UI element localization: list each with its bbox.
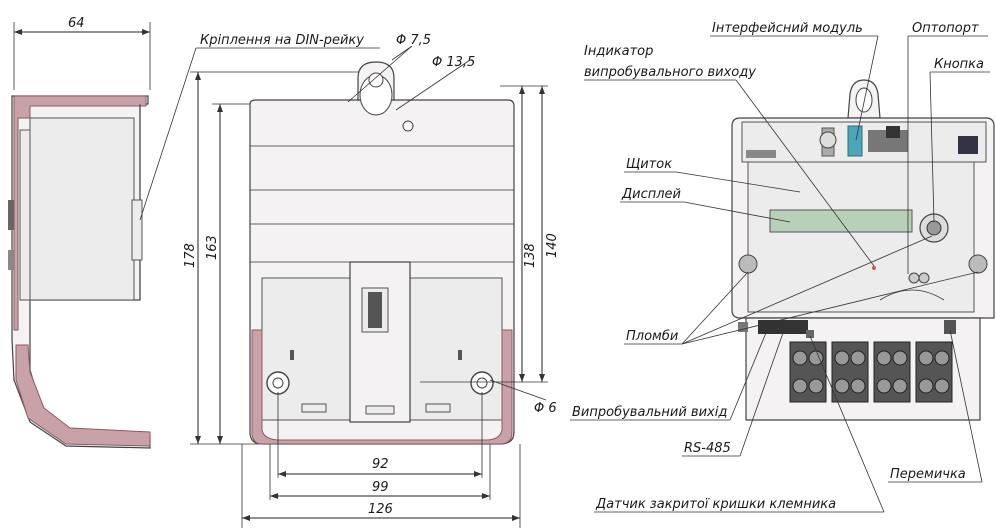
label-test-output-indicator-2: випробувального виходу (584, 65, 756, 80)
dim-width-total: 126 (368, 502, 393, 517)
dim-hole-small: Φ 7,5 (396, 33, 431, 48)
label-optoport: Оптопорт (912, 21, 979, 36)
meter-photo-view (731, 79, 995, 421)
label-cover-sensor: Датчик закритої кришки клемника (595, 497, 836, 512)
leader-panel: Щиток (624, 157, 801, 193)
dim-hole-large: Φ 13,5 (432, 55, 475, 70)
label-interface-module: Інтерфейсний модуль (712, 21, 863, 36)
dim-mount-height-b: 140 (545, 233, 560, 258)
dim-mount-height-a: 138 (523, 243, 538, 268)
dim-width-inner: 92 (372, 457, 389, 472)
dim-screw-hole: Φ 6 (534, 401, 557, 416)
leader-seals: Пломби (624, 235, 979, 345)
leader-rs485: RS-485 (682, 329, 785, 457)
leader-test-output-indicator: Індикатор випробувального виходу (584, 44, 875, 267)
dim-height-total: 178 (183, 243, 198, 268)
side-view: 64 (8, 16, 151, 449)
leader-test-output: Випробувальний вихід (570, 327, 769, 421)
label-panel: Щиток (626, 157, 672, 172)
leader-button: Кнопка (929, 57, 990, 223)
leader-holes: Φ 7,5 Φ 13,5 (347, 33, 475, 111)
label-button: Кнопка (934, 57, 984, 72)
label-test-output-indicator-1: Індикатор (584, 44, 653, 59)
label-rs485: RS-485 (684, 441, 731, 456)
label-jumper: Перемичка (890, 467, 966, 482)
front-bottom-dims: 92 99 126 (241, 392, 521, 528)
leader-din-rail: Кріплення на DIN-рейку (139, 33, 380, 221)
dim-side-width: 64 (68, 16, 85, 31)
front-right-dims: 138 140 Φ 6 (420, 85, 560, 416)
label-test-output: Випробувальний вихід (572, 405, 727, 420)
leader-jumper: Перемичка (888, 329, 983, 483)
label-din-rail: Кріплення на DIN-рейку (200, 33, 364, 48)
leader-optoport: Оптопорт (907, 21, 988, 274)
front-view: 178 163 (183, 61, 515, 445)
dim-height-body: 163 (205, 235, 220, 260)
leader-cover-sensor: Датчик закритої кришки клемника (594, 335, 885, 513)
dim-width-mid: 99 (372, 480, 389, 495)
label-display: Дисплей (621, 187, 681, 202)
label-seals: Пломби (626, 329, 678, 344)
leader-display: Дисплей (620, 187, 791, 223)
leader-interface-module: Інтерфейсний модуль (710, 21, 879, 141)
